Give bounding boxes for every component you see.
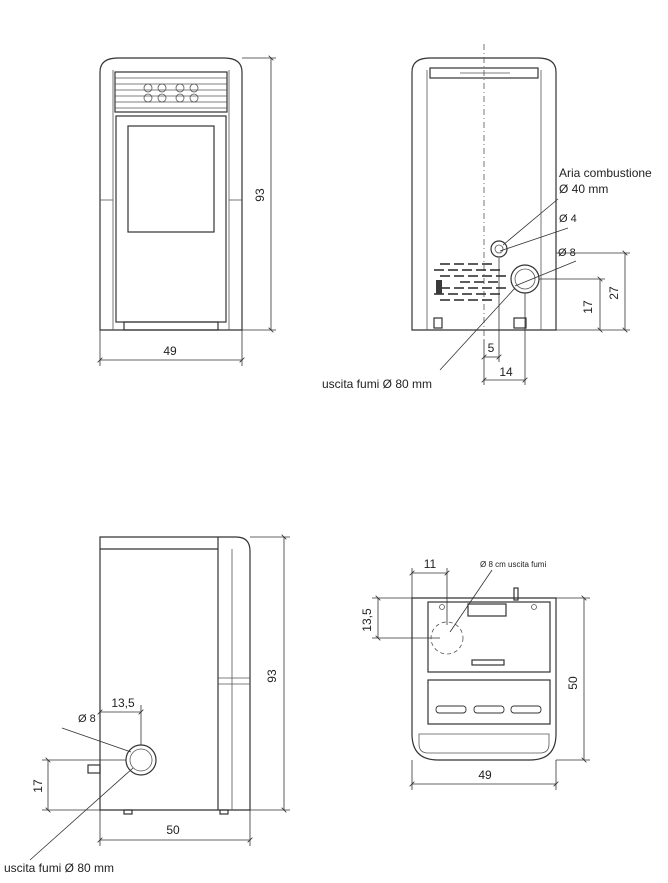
top-view: 11 Ø 8 cm uscita fumi 13,5 50 49: [360, 557, 590, 790]
back-dim-17: 17: [581, 300, 595, 314]
top-dim-135: 13,5: [360, 608, 374, 632]
side-dim-17: 17: [31, 779, 45, 793]
top-depth-label: 50: [566, 676, 580, 690]
side-height-label: 93: [265, 669, 279, 683]
top-flue-label: Ø 8 cm uscita fumi: [480, 560, 546, 569]
back-dim-14: 14: [499, 365, 513, 379]
side-dim-135: 13,5: [111, 696, 135, 710]
side-flue-label: uscita fumi Ø 80 mm: [4, 861, 114, 875]
front-view: 93 49: [100, 58, 276, 366]
top-width-label: 49: [478, 768, 492, 782]
back-dim-5: 5: [488, 341, 495, 355]
top-dim-11: 11: [424, 557, 437, 571]
phi4-label: Ø 4: [559, 213, 577, 225]
back-dim-27: 27: [607, 286, 621, 300]
air-label-1: Aria combustione: [559, 166, 652, 180]
back-view: Aria combustione Ø 40 mm Ø 4 Ø 8 27 17 5…: [322, 44, 652, 391]
front-height-label: 93: [253, 188, 267, 202]
side-view: 93 13,5 Ø 8 17 50 uscita fumi Ø 80 mm: [4, 537, 290, 875]
side-width-label: 50: [166, 823, 180, 837]
front-width-label: 49: [163, 344, 177, 358]
air-label-2: Ø 40 mm: [559, 182, 608, 196]
side-phi8-label: Ø 8: [78, 713, 96, 725]
back-flue-label: uscita fumi Ø 80 mm: [322, 377, 432, 391]
